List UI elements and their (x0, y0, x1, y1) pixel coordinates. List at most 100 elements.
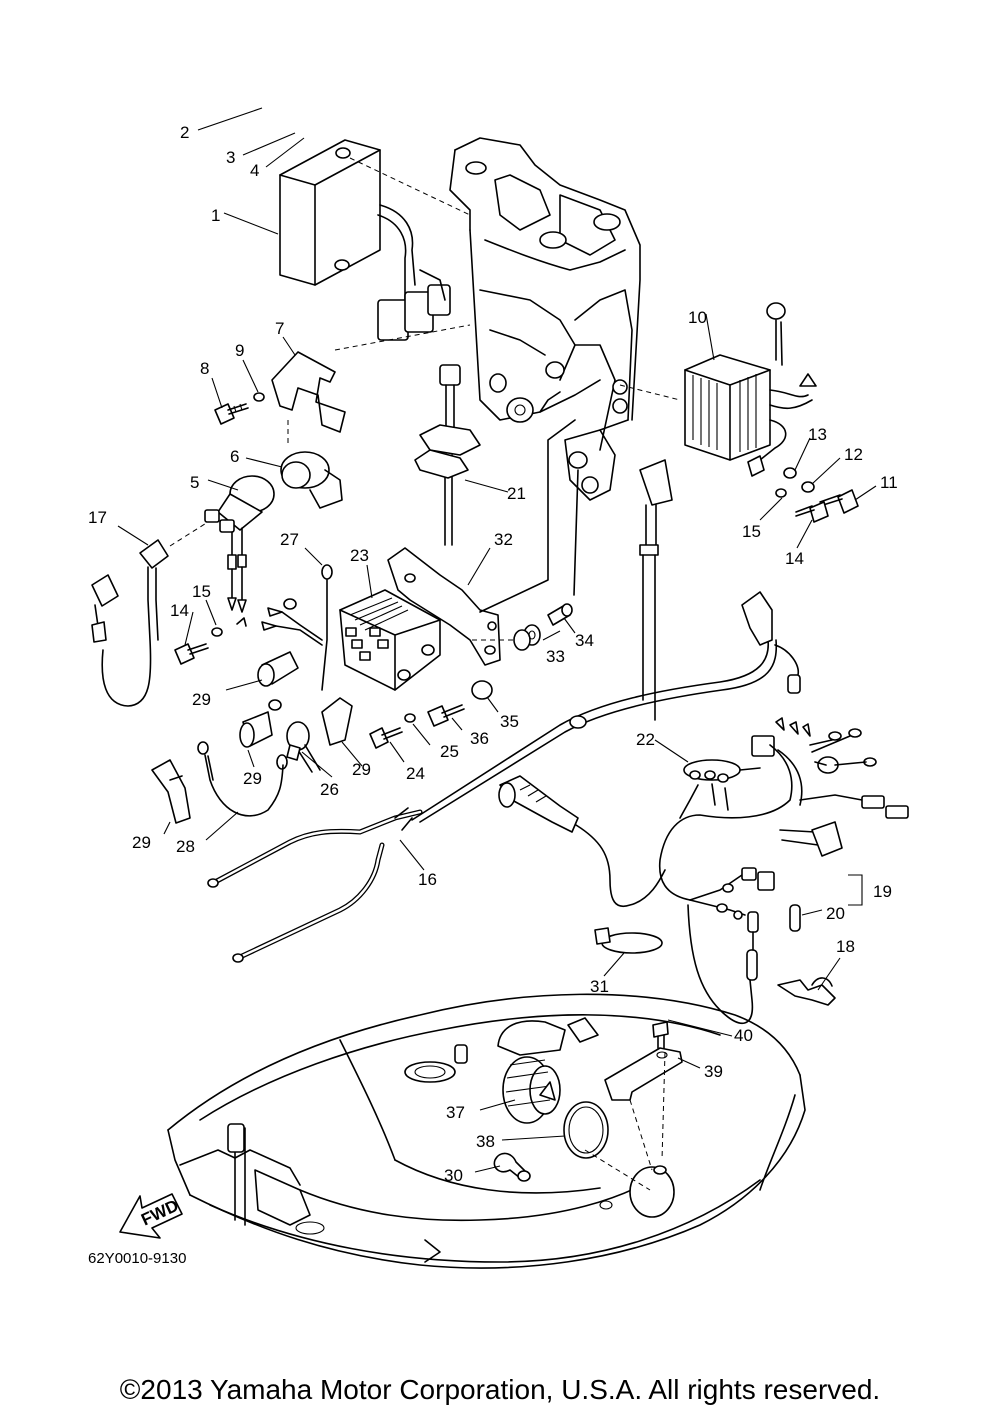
o-ring-38-inner (568, 1106, 604, 1154)
washer-15a (211, 627, 223, 637)
part-label-25: 25 (440, 742, 459, 761)
clip-18 (777, 977, 836, 1006)
part-label-24: 24 (406, 764, 425, 783)
part-label-4: 4 (250, 161, 259, 180)
screw-14b (795, 501, 829, 523)
part-label-21: 21 (507, 484, 526, 503)
part-label-14b: 14 (785, 549, 804, 568)
cap-29c (321, 697, 353, 746)
part-label-15b: 15 (742, 522, 761, 541)
strap-26 (276, 721, 321, 773)
part-label-6: 6 (230, 447, 239, 466)
part-label-13: 13 (808, 425, 827, 444)
part-label-3: 3 (226, 148, 235, 167)
part-label-29c: 29 (352, 760, 371, 779)
washer-35 (471, 680, 493, 700)
part-label-8: 8 (200, 359, 209, 378)
battery-cable-16 (207, 807, 423, 963)
leader-lines (117, 107, 877, 1173)
battery-cable-17 (91, 521, 209, 707)
part-label-27: 27 (280, 530, 299, 549)
fuse-lead (687, 904, 759, 1025)
bolt-11 (819, 489, 859, 514)
cdi-unit (279, 139, 471, 341)
rectifier-23 (339, 589, 441, 691)
part-label-23: 23 (350, 546, 369, 565)
drawing-code: 62Y0010-9130 (88, 1250, 186, 1267)
part-label-7: 7 (275, 319, 284, 338)
screw-14a (174, 643, 209, 665)
fuse-20 (789, 904, 801, 932)
grommet-33 (513, 624, 541, 651)
part-label-5: 5 (190, 473, 199, 492)
plug-connector (639, 459, 673, 721)
part-label-40: 40 (734, 1026, 753, 1045)
part-label-2: 2 (180, 123, 189, 142)
assembly-lines (472, 384, 681, 1191)
washer-25 (404, 713, 416, 723)
clip-15a (236, 617, 247, 627)
part-label-22: 22 (636, 730, 655, 749)
tie-21 (414, 364, 481, 546)
part-label-1: 1 (211, 206, 220, 225)
washer-9 (253, 392, 265, 402)
part-label-39: 39 (704, 1062, 723, 1081)
starter-relay-5 (204, 475, 275, 613)
band-31 (594, 927, 663, 954)
washer-13 (783, 467, 797, 479)
part-label-12: 12 (844, 445, 863, 464)
copyright-text: ©2013 Yamaha Motor Corporation, U.S.A. A… (119, 1374, 881, 1405)
part-label-10: 10 (688, 308, 707, 327)
part-label-37: 37 (446, 1103, 465, 1122)
o-ring-38 (563, 1101, 609, 1159)
main-harness (411, 591, 801, 823)
harness-19 (658, 717, 909, 920)
part-label-18: 18 (836, 937, 855, 956)
part-label-19: 19 (873, 882, 892, 901)
part-label-9: 9 (235, 341, 244, 360)
part-label-17: 17 (88, 508, 107, 527)
washer-15b (775, 488, 787, 498)
grommet-37 (497, 1017, 599, 1124)
cap-29b (239, 699, 282, 748)
part-label-14a: 14 (170, 601, 189, 620)
fwd-arrow: FWD (119, 1193, 183, 1239)
clip-30 (493, 1152, 531, 1182)
part-label-38: 38 (476, 1132, 495, 1151)
screw-24 (369, 727, 403, 749)
part-label-29d: 29 (132, 833, 151, 852)
screw-8 (214, 403, 249, 425)
engine-bracket (449, 137, 641, 501)
plate-39 (604, 1047, 683, 1101)
part-label-29b: 29 (243, 769, 262, 788)
part-label-33: 33 (546, 647, 565, 666)
rectifier-regulator-10 (684, 302, 817, 477)
part-label-29a: 29 (192, 690, 211, 709)
cap-29d (151, 759, 191, 824)
part-label-35: 35 (500, 712, 519, 731)
cap-29a (257, 651, 299, 687)
clamp-6 (280, 420, 343, 509)
part-label-34: 34 (575, 631, 594, 650)
bolt-40 (652, 1021, 669, 1049)
part-label-30: 30 (444, 1166, 463, 1185)
bracket-7 (271, 324, 471, 433)
remote-cable (498, 775, 666, 907)
part-label-20: 20 (826, 904, 845, 923)
part-label-32: 32 (494, 530, 513, 549)
part-label-26: 26 (320, 780, 339, 799)
ground-lead-28 (197, 741, 284, 817)
part-label-15a: 15 (192, 582, 211, 601)
part-label-11: 11 (880, 473, 898, 492)
plate-32 (387, 419, 579, 666)
part-labels: 1 2 3 4 5 6 7 8 9 10 11 12 13 14 15 14 1… (88, 123, 898, 1185)
washer-12 (801, 481, 815, 493)
part-label-31: 31 (590, 977, 609, 996)
part-label-28: 28 (176, 837, 195, 856)
part-label-36: 36 (470, 729, 489, 748)
bottom-cowling (167, 993, 806, 1269)
collar-34 (547, 603, 573, 626)
part-label-16: 16 (418, 870, 437, 889)
terminal-27 (261, 564, 333, 691)
